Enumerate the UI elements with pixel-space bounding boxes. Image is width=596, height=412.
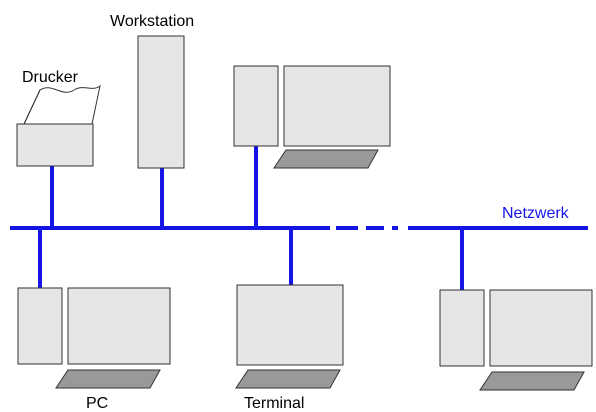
top-pc-keyboard bbox=[273, 149, 379, 169]
pc-tower bbox=[17, 287, 63, 365]
right-pc-monitor bbox=[489, 289, 593, 367]
pc-monitor bbox=[67, 287, 171, 365]
label-drucker: Drucker bbox=[22, 69, 79, 86]
printer-body bbox=[16, 123, 94, 167]
top-pc-tower bbox=[233, 65, 279, 147]
right-pc-keyboard bbox=[479, 371, 585, 391]
label-workstation: Workstation bbox=[110, 13, 194, 30]
printer bbox=[16, 84, 101, 167]
printer-paper-edge bbox=[23, 89, 41, 125]
terminal bbox=[235, 284, 344, 389]
printer-paper bbox=[23, 84, 101, 125]
network-connections bbox=[38, 146, 464, 290]
label-netzwerk: Netzwerk bbox=[502, 205, 570, 222]
terminal-keyboard bbox=[235, 369, 341, 389]
top-pc-monitor bbox=[283, 65, 391, 147]
right-pc bbox=[439, 289, 593, 391]
label-terminal: Terminal bbox=[244, 395, 304, 412]
pc bbox=[17, 287, 171, 389]
pc-keyboard bbox=[55, 369, 161, 389]
workstation-tower bbox=[137, 35, 185, 169]
terminal-monitor bbox=[236, 284, 344, 366]
top-pc bbox=[233, 65, 391, 169]
right-pc-tower bbox=[439, 289, 485, 367]
label-pc: PC bbox=[86, 395, 108, 412]
